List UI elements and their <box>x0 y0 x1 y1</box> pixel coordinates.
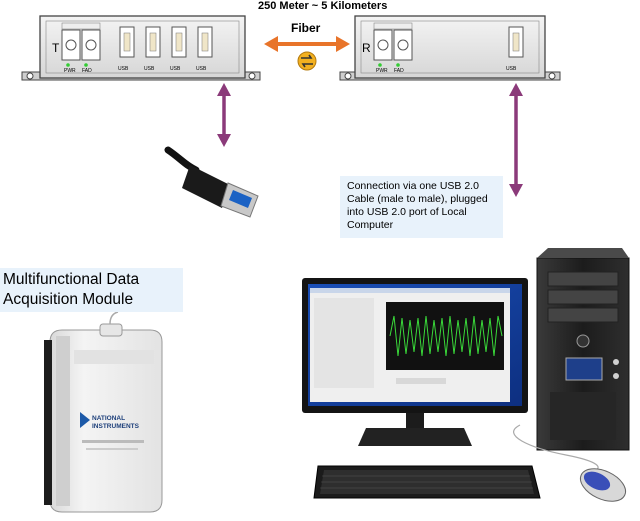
transmitter-indicator-pwr: PWR <box>64 68 76 74</box>
computer-tower <box>536 248 630 451</box>
fiber-label: Fiber <box>291 21 321 35</box>
receiver-indicator-pwr: PWR <box>376 68 388 74</box>
receiver-port-label: USB <box>506 66 517 72</box>
daq-brand-line1: NATIONAL <box>92 415 125 422</box>
receiver-indicator-fad: FAD <box>394 68 404 74</box>
transmitter-port-label: USB <box>170 66 181 72</box>
receiver-usb-port: USB <box>506 26 524 72</box>
usb-cable-plug <box>164 146 259 218</box>
transmitter-usb-port: USB <box>170 26 187 72</box>
connection-note-box <box>340 176 503 238</box>
fiber-arrow <box>264 36 350 52</box>
usb-link-arrow-left <box>217 83 231 147</box>
keyboard <box>313 465 541 499</box>
transmitter-usb-port: USB <box>118 26 135 72</box>
transmitter-indicator-fad: FAD <box>82 68 92 74</box>
transmitter-usb-port: USB <box>196 26 213 72</box>
daq-label: Multifunctional Data Acquisition Module <box>3 271 140 308</box>
receiver-letter: R <box>362 41 371 55</box>
transmitter-box: T PWR FAD USB USB USB USB <box>21 15 261 81</box>
transmitter-port-label: USB <box>196 66 207 72</box>
transmitter-port-label: USB <box>118 66 129 72</box>
usb-link-arrow-right <box>509 83 523 197</box>
receiver-box: R PWR FAD USB <box>339 15 561 81</box>
computer-monitor <box>302 278 528 446</box>
distance-label: 250 Meter ~ 5 Kilometers <box>258 0 388 12</box>
mouse <box>513 424 627 502</box>
fiber-link-icon <box>297 51 317 71</box>
transmitter-port-label: USB <box>144 66 155 72</box>
connection-note: Connection via one USB 2.0 Cable (male t… <box>347 180 488 231</box>
daq-brand-line2: INSTRUMENTS <box>92 423 140 430</box>
daq-label-box <box>0 268 183 312</box>
screen-waveform <box>389 315 503 357</box>
transmitter-usb-port: USB <box>144 26 161 72</box>
daq-device: NATIONAL INSTRUMENTS <box>44 311 163 513</box>
transmitter-letter: T <box>52 41 60 55</box>
